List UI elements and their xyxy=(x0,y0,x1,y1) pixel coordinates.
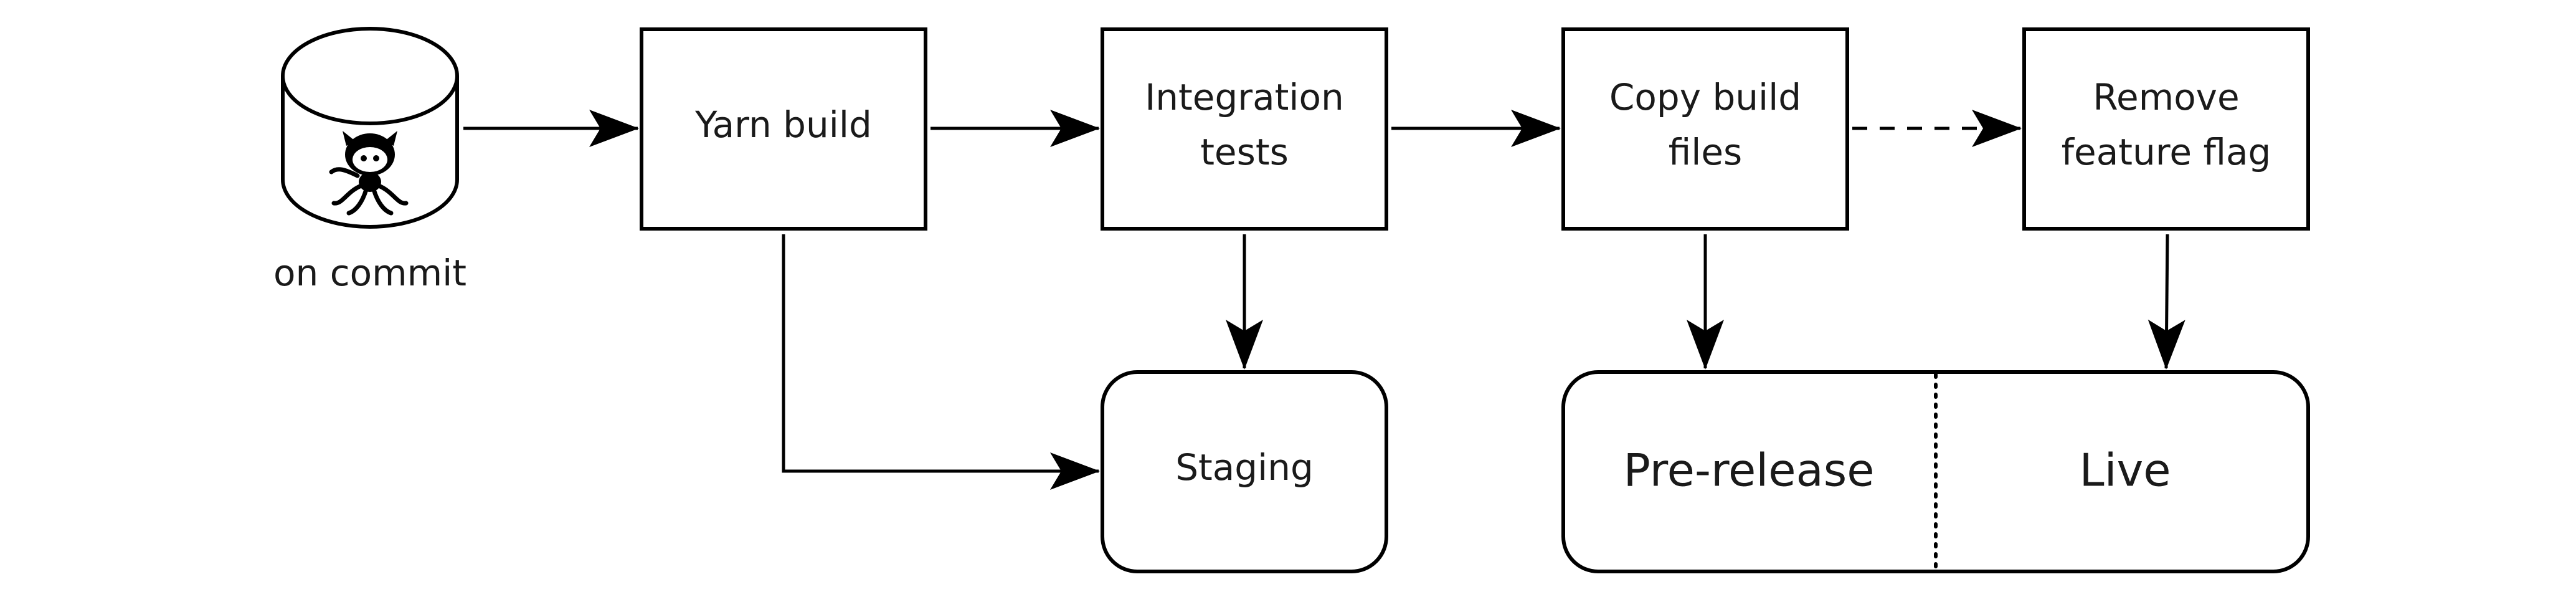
node-copy-build-files: Copy build files xyxy=(1561,27,1849,231)
node-copy-build-files-box xyxy=(1561,27,1849,231)
env-staging-box xyxy=(1101,370,1388,573)
node-yarn-build: Yarn build xyxy=(640,27,927,231)
source-repository: on commit xyxy=(273,27,466,294)
edge-yarn-build-to-staging xyxy=(782,234,1100,490)
env-staging: Staging xyxy=(1101,370,1388,573)
edges xyxy=(463,110,2185,490)
source-caption: on commit xyxy=(273,252,466,294)
node-copy-build-files-label-line-2: files xyxy=(1669,131,1743,173)
env-pre-release-label: Pre-release xyxy=(1624,444,1875,497)
node-yarn-build-box xyxy=(640,27,927,231)
edge-remove-feature-flag-to-live xyxy=(2147,234,2185,370)
node-integration-tests: Integration tests xyxy=(1101,27,1388,231)
node-integration-tests-box xyxy=(1101,27,1388,231)
octocat-icon xyxy=(329,131,409,216)
env-live-label: Live xyxy=(2079,444,2171,497)
node-integration-tests-label-line-2: tests xyxy=(1200,131,1289,173)
repository-cylinder-top xyxy=(281,27,459,125)
node-integration-tests-label-line-1: Integration xyxy=(1145,76,1344,118)
node-yarn-build-label: Yarn build xyxy=(694,103,872,146)
env-release: Pre-release Live xyxy=(1561,370,2310,573)
node-remove-feature-flag-box xyxy=(2022,27,2310,231)
node-copy-build-files-label-line-1: Copy build xyxy=(1609,76,1801,118)
node-remove-feature-flag-label-line-2: feature flag xyxy=(2062,131,2271,173)
env-staging-label: Staging xyxy=(1175,446,1314,489)
node-remove-feature-flag: Remove feature flag xyxy=(2022,27,2310,231)
node-remove-feature-flag-label-line-1: Remove xyxy=(2093,76,2239,118)
env-release-box xyxy=(1561,370,2310,573)
